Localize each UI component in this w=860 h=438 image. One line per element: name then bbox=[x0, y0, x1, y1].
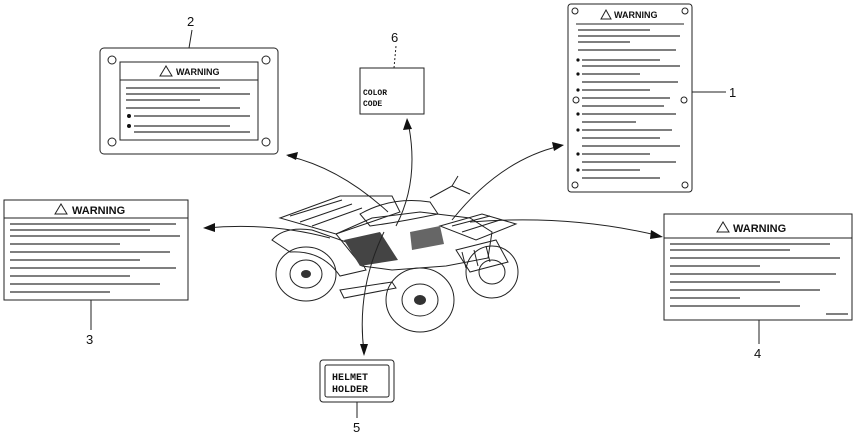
leader-arrows bbox=[203, 118, 663, 356]
mounting-hole-icon bbox=[261, 137, 271, 147]
mounting-hole-icon bbox=[571, 7, 579, 15]
color-code-line2: CODE bbox=[363, 100, 382, 109]
mounting-hole-icon bbox=[107, 55, 117, 65]
warning-title: WARNING bbox=[176, 67, 220, 77]
triangle-warning-icon bbox=[54, 203, 68, 215]
mounting-hole-icon bbox=[261, 55, 271, 65]
mounting-hole-icon bbox=[571, 181, 579, 189]
callout-1: 1 bbox=[729, 85, 736, 100]
callout-6: 6 bbox=[391, 30, 398, 45]
color-code-line1: COLOR bbox=[363, 89, 387, 98]
callout-3: 3 bbox=[86, 332, 93, 347]
callout-4: 4 bbox=[754, 346, 761, 361]
triangle-warning-icon bbox=[159, 65, 173, 77]
mounting-hole-icon bbox=[681, 181, 689, 189]
helmet-holder-line1: HELMET bbox=[332, 373, 368, 384]
triangle-warning-icon bbox=[716, 221, 730, 233]
label-4-warning-plate: WARNING 4 bbox=[663, 213, 853, 361]
warning-title: WARNING bbox=[72, 205, 125, 217]
warning-title: WARNING bbox=[614, 10, 658, 20]
mounting-hole-icon bbox=[681, 7, 689, 15]
mounting-hole-icon bbox=[107, 137, 117, 147]
label-1-warning-plate: WARNING 1 bbox=[567, 3, 736, 193]
label-3-warning-plate: WARNING 3 bbox=[3, 199, 189, 347]
warning-title: WARNING bbox=[733, 223, 786, 235]
label-5-helmet-holder: HELMET HOLDER 5 bbox=[319, 359, 395, 435]
label-2-warning-plate: WARNING 2 bbox=[99, 14, 279, 155]
label-6-color-code: 6 COLOR CODE bbox=[359, 30, 425, 115]
helmet-holder-line2: HOLDER bbox=[332, 385, 368, 396]
callout-5: 5 bbox=[353, 420, 360, 435]
callout-2: 2 bbox=[187, 14, 194, 29]
atv-illustration bbox=[271, 175, 519, 333]
triangle-warning-icon bbox=[600, 8, 612, 20]
